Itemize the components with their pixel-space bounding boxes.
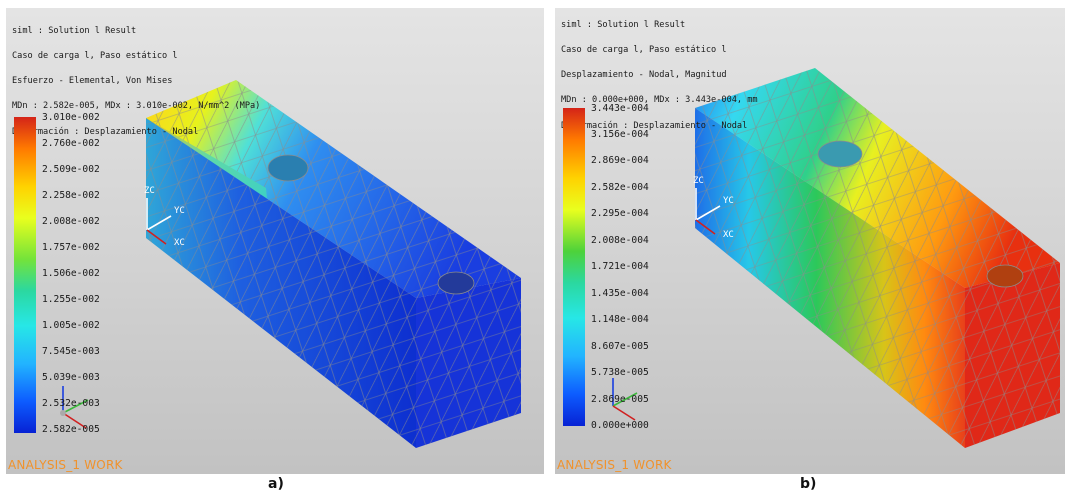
legend-tick: 1.757e-002 [42, 242, 100, 253]
legend-tick: 1.255e-002 [42, 294, 100, 305]
legend-tick: 1.435e-004 [591, 288, 649, 299]
model-axis-triad [695, 188, 721, 235]
figure-caption-b: b) [800, 476, 817, 492]
legend-tick: 2.760e-002 [42, 138, 100, 149]
axis-label-xc: XC [723, 230, 734, 240]
legend-tick: 1.506e-002 [42, 268, 100, 279]
result-header: siml : Solution l Result Caso de carga l… [561, 19, 758, 131]
view-axis-triad [60, 386, 89, 429]
legend-tick: 5.039e-003 [42, 372, 100, 383]
legend-tick: 2.008e-004 [591, 235, 649, 246]
legend-tick: 3.010e-002 [42, 112, 100, 123]
axis-label-zc: ZC [144, 186, 155, 196]
color-legend-bar [14, 117, 36, 433]
legend-tick: 1.148e-004 [591, 314, 649, 325]
legend-tick: 2.869e-005 [591, 394, 649, 405]
legend-tick: 3.156e-004 [591, 129, 649, 140]
legend-tick: 2.869e-004 [591, 155, 649, 166]
legend-tick: 1.721e-004 [591, 261, 649, 272]
axis-label-yc: YC [174, 206, 185, 216]
legend-tick: 2.008e-002 [42, 216, 100, 227]
axis-label-yc: YC [723, 196, 734, 206]
legend-tick: 2.532e-003 [42, 398, 100, 409]
legend-tick: 3.443e-004 [591, 103, 649, 114]
figure-caption-a: a) [268, 476, 284, 492]
legend-tick: 2.582e-005 [42, 424, 100, 435]
legend-tick: 2.258e-002 [42, 190, 100, 201]
legend-tick: 8.607e-005 [591, 341, 649, 352]
legend-tick: 0.000e+000 [591, 420, 649, 431]
axis-label-xc: XC [174, 238, 185, 248]
legend-tick: 2.509e-002 [42, 164, 100, 175]
view-axis-triad [612, 378, 638, 421]
result-viewport-a[interactable]: siml : Solution l Result Caso de carga l… [6, 8, 544, 474]
legend-tick: 7.545e-003 [42, 346, 100, 357]
work-part-label: ANALYSIS_1 WORK [557, 458, 672, 472]
result-header: siml : Solution l Result Caso de carga l… [12, 25, 261, 137]
color-legend-bar [563, 108, 585, 426]
result-viewport-b[interactable]: siml : Solution l Result Caso de carga l… [555, 8, 1065, 474]
stress-plot-model [60, 80, 521, 448]
model-axis-triad [146, 198, 172, 245]
legend-tick: 1.005e-002 [42, 320, 100, 331]
legend-tick: 2.295e-004 [591, 208, 649, 219]
legend-tick: 2.582e-004 [591, 182, 649, 193]
displacement-plot-model [612, 68, 1060, 448]
legend-tick: 5.738e-005 [591, 367, 649, 378]
work-part-label: ANALYSIS_1 WORK [8, 458, 123, 472]
axis-label-zc: ZC [693, 176, 704, 186]
